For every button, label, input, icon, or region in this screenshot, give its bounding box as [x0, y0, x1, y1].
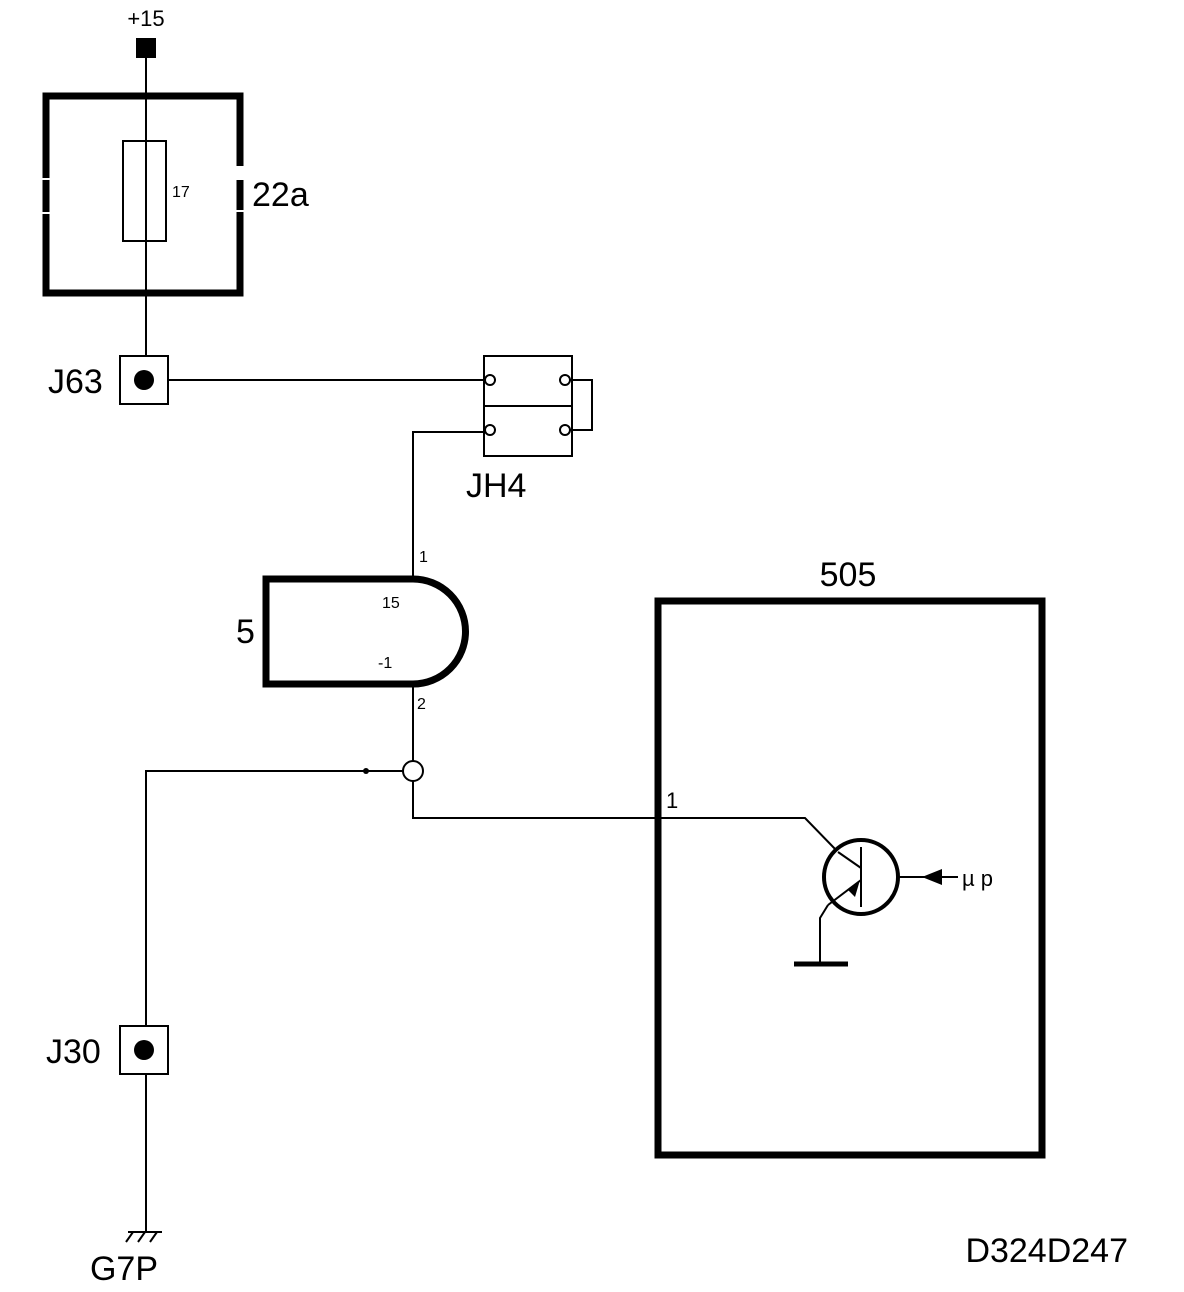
supply-terminal: +15: [127, 6, 165, 58]
ecu-505-label: 505: [820, 556, 877, 594]
switch-5-label: 5: [236, 613, 255, 651]
fuse-element: [122, 140, 167, 242]
ground-label: G7P: [90, 1250, 158, 1288]
ground-g7p: G7P: [90, 1231, 162, 1288]
connector-j30-label: J30: [46, 1033, 101, 1071]
wire-jh4-to-switch: [412, 431, 484, 579]
transistor-collector: [837, 851, 862, 869]
fuse-box-lower-outline: [42, 212, 244, 297]
transistor-emitter-arrow: [848, 880, 860, 897]
supply-label: +15: [127, 6, 164, 31]
ecu-505-outline: [654, 597, 1046, 1159]
micro-signal-label: µ p: [962, 866, 993, 891]
fuse-value-label: 17: [172, 184, 190, 201]
wire-junction-to-ecu: [412, 781, 839, 853]
drawing-code: D324D247: [965, 1232, 1128, 1270]
junction-node: [402, 760, 424, 782]
switch-5-body: [262, 575, 469, 688]
fuse-box-22a: 17 22a: [42, 92, 309, 297]
connector-j63-pin: [134, 370, 154, 390]
connector-j63-label: J63: [48, 363, 103, 401]
connector-jh4: JH4: [466, 355, 593, 505]
connector-jh4-pin-b2: [559, 424, 571, 436]
switch-5: 5 1 15 -1 2: [236, 549, 469, 713]
connector-j30-pin: [134, 1040, 154, 1060]
connector-j63: J63: [48, 355, 169, 405]
ground-hatch-2: [137, 1231, 146, 1243]
connector-jh4-pin-a1: [484, 374, 496, 386]
switch-terminal-top-label: 15: [382, 595, 400, 612]
ecu-505: 505 1 µ p: [654, 556, 1046, 1159]
connector-jh4-label: JH4: [466, 467, 526, 505]
wire-splice-dot: [363, 768, 369, 774]
fuse-box-label: 22a: [252, 176, 309, 214]
fuse-box-upper-outline: [42, 92, 244, 178]
connector-jh4-bridge: [570, 379, 593, 431]
connector-j30: J30: [46, 1025, 169, 1075]
switch-pin-bottom-label: 2: [417, 696, 426, 713]
ground-hatch-3: [149, 1231, 158, 1243]
ground-hatch-1: [125, 1231, 134, 1243]
switch-terminal-bottom-label: -1: [378, 655, 392, 672]
wire-junction-to-j30: [145, 770, 403, 1026]
ecu-pin-label: 1: [666, 788, 678, 813]
transistor-ground-lead: [819, 904, 829, 964]
switch-pin-top-label: 1: [419, 549, 428, 566]
supply-terminal-square: [136, 38, 156, 58]
micro-input-arrow: [922, 869, 942, 885]
connector-jh4-pin-a2: [559, 374, 571, 386]
connector-jh4-pin-b1: [484, 424, 496, 436]
